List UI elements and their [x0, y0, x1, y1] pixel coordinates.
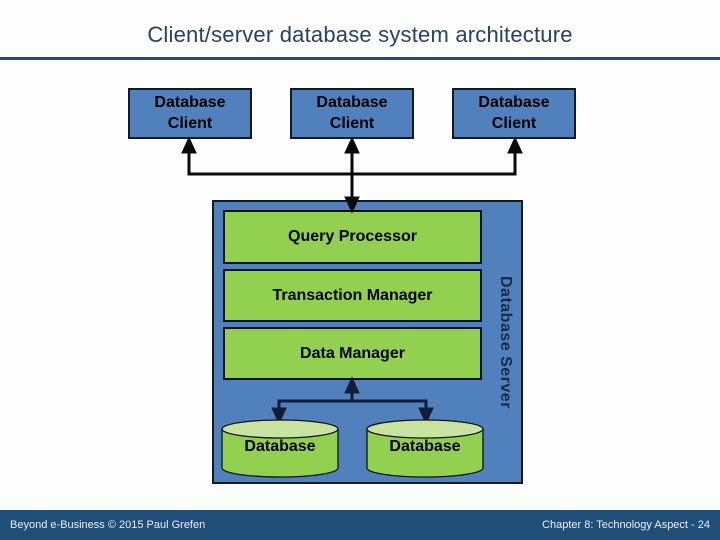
- database-client-label-3: Database Client: [478, 93, 550, 132]
- database-client-label-1: Database Client: [154, 93, 226, 132]
- data-manager-label: Data Manager: [300, 344, 405, 362]
- query-processor-label: Query Processor: [288, 228, 417, 245]
- database-server-label: Database Server: [497, 275, 514, 409]
- database-label-left: Database: [244, 438, 316, 455]
- page-title: Client/server database system architectu…: [147, 22, 573, 47]
- footer-left-text: Beyond e-Business © 2015 Paul Grefen: [10, 519, 206, 531]
- footer-bar: Beyond e-Business © 2015 Paul Grefen Cha…: [0, 510, 720, 540]
- arrow-up-left: [181, 136, 197, 154]
- arrow-up-right: [507, 136, 523, 154]
- database-client-box-3: Database Client: [452, 88, 576, 139]
- database-label-right: Database: [389, 438, 461, 455]
- title-divider: [0, 57, 720, 60]
- database-client-box-2: Database Client: [290, 88, 414, 139]
- database-client-label-2: Database Client: [316, 93, 388, 132]
- footer-right-text: Chapter 8: Technology Aspect - 24: [542, 519, 710, 531]
- query-processor-box: Query Processor: [223, 210, 482, 264]
- transaction-manager-label: Transaction Manager: [272, 286, 433, 304]
- data-manager-box: Data Manager: [223, 327, 482, 380]
- database-client-box-1: Database Client: [128, 88, 252, 139]
- transaction-manager-box: Transaction Manager: [223, 269, 482, 322]
- arrow-up-middle: [344, 136, 360, 154]
